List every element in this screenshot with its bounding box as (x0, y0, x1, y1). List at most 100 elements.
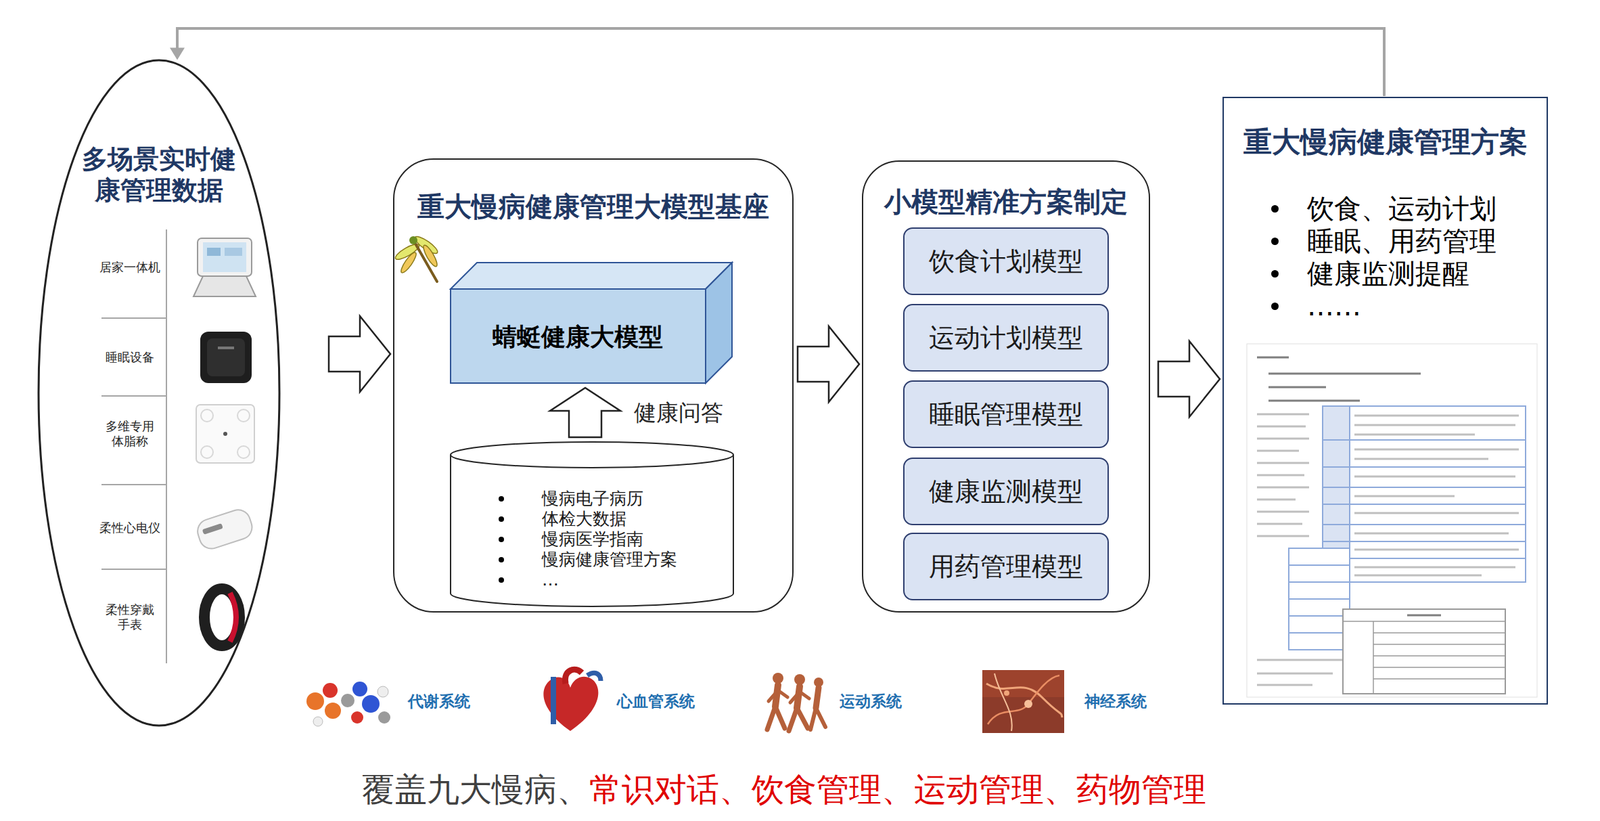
text-slot: 健康监测提醒 (1307, 257, 1538, 290)
data-source-item: 慢病医学指南 (541, 529, 725, 550)
panel-title: 小模型精准方案制定 (863, 185, 1149, 218)
ellipse-title: 多场景实时健康管理数据 (77, 143, 241, 206)
text-slot: 健康监测模型 (904, 458, 1108, 524)
text-slot: 饮食、运动计划 (1307, 192, 1538, 225)
device-grid (101, 229, 167, 664)
block-arrow (328, 315, 391, 392)
system-label: 运动系统 (839, 691, 902, 712)
model-name: 睡眠管理模型 (928, 397, 1084, 431)
data-source-item: … (541, 569, 725, 590)
model-name: 运动计划模型 (928, 321, 1084, 354)
cube-top-face (450, 262, 733, 289)
caption-highlight: 常识对话、饮食管理、运动管理、药物管理 (589, 768, 1207, 810)
caption-text: 覆盖九大慢病、 (361, 768, 590, 810)
device-label: 居家一体机 (98, 259, 162, 275)
text-slot: 小模型精准方案制定 (863, 185, 1149, 218)
text-slot: 慢病健康管理方案 (541, 549, 725, 570)
heart-icon (543, 669, 601, 731)
text-slot: 代谢系统 (407, 691, 471, 712)
arrow-head (169, 48, 185, 61)
cylinder-top (450, 441, 734, 468)
panel-title: 重大慢病健康管理大模型基座 (394, 190, 793, 223)
ecg-device-icon (194, 506, 256, 553)
bullet-item: …… (1307, 289, 1538, 323)
text-slot: …… (1307, 289, 1538, 323)
model-title: 蜻蜓健康大模型 (492, 321, 664, 352)
bullet-dot (1271, 302, 1279, 310)
data-source-item: 体检大数据 (541, 508, 725, 530)
model-name: 用药管理模型 (928, 550, 1084, 583)
text-slot: 体检大数据 (541, 508, 725, 530)
bullet-dot (1271, 269, 1279, 278)
model-box: 饮食计划模型 (903, 227, 1109, 295)
bullet-dot (1271, 204, 1279, 213)
sleep-device-icon (200, 331, 252, 383)
model-box: 用药管理模型 (903, 532, 1109, 601)
device-label: 柔性心电仪 (98, 520, 162, 536)
data-source-ellipse: 多场景实时健康管理数据 (37, 58, 281, 727)
text-slot: 慢病医学指南 (541, 529, 725, 550)
block-arrow (550, 387, 621, 438)
text-slot: 饮食计划模型 (904, 228, 1108, 294)
cylinder-body (450, 454, 734, 607)
bullet-dot (1271, 237, 1279, 245)
feedback-line (177, 28, 1385, 97)
feedback-connector (169, 28, 1385, 97)
text-slot: 覆盖九大慢病、 (361, 768, 590, 810)
bullet-dot (498, 516, 505, 522)
text-slot: 睡眠、用药管理 (1307, 224, 1538, 258)
text-slot: 蜻蜓健康大模型 (449, 288, 706, 384)
system-label: 心血管系统 (616, 691, 695, 712)
dragonfly-icon (393, 234, 440, 282)
text-slot: 居家一体机 (98, 259, 162, 275)
body-scale-icon (196, 404, 255, 463)
edge-label: 健康问答 (633, 398, 724, 427)
bullet-item: 健康监测提醒 (1307, 257, 1538, 290)
text-slot: 多维专用体脂称 (104, 418, 156, 449)
knowledge-database: 慢病电子病历体检大数据慢病医学指南慢病健康管理方案… (449, 441, 735, 607)
bullet-dot (498, 536, 505, 542)
bullet-dot (498, 556, 505, 563)
text-slot: 运动计划模型 (904, 305, 1108, 371)
text-slot: 重大慢病健康管理方案 (1223, 125, 1547, 159)
large-model-cube: 蜻蜓健康大模型 (449, 261, 733, 384)
text-slot: … (541, 569, 725, 590)
neurons-icon (982, 669, 1065, 733)
plan-panel: 重大慢病健康管理方案饮食、运动计划睡眠、用药管理健康监测提醒…… (1222, 96, 1548, 705)
text-slot: 睡眠设备 (98, 349, 162, 365)
foundation-panel: 重大慢病健康管理大模型基座蜻蜓健康大模型慢病电子病历体检大数据慢病医学指南慢病健… (393, 158, 794, 613)
text-slot: 健康问答 (633, 398, 724, 427)
panel-title: 重大慢病健康管理方案 (1223, 125, 1547, 159)
text-slot: 重大慢病健康管理大模型基座 (394, 190, 793, 223)
device-label: 多维专用体脂称 (104, 418, 156, 449)
text-slot: 柔性穿戴手表 (104, 602, 156, 632)
system-label: 代谢系统 (407, 691, 471, 712)
bullet-dot (498, 577, 505, 583)
block-arrow (797, 326, 860, 402)
cube-front-face (450, 288, 706, 383)
ellipse-outline (38, 60, 280, 726)
bullet-dot (498, 495, 505, 502)
small-model-panel: 小模型精准方案制定饮食计划模型运动计划模型睡眠管理模型健康监测模型用药管理模型 (861, 160, 1151, 613)
data-source-item: 慢病电子病历 (541, 488, 725, 509)
model-box: 运动计划模型 (903, 303, 1109, 372)
device-label: 睡眠设备 (98, 349, 162, 365)
text-slot: 常识对话、饮食管理、运动管理、药物管理 (589, 768, 1207, 810)
text-slot: 多场景实时健康管理数据 (77, 143, 241, 206)
text-slot: 用药管理模型 (904, 533, 1108, 599)
plan-document-thumbnail (1246, 343, 1538, 697)
home-terminal-icon (193, 238, 256, 297)
text-slot: 慢病电子病历 (541, 488, 725, 509)
text-slot: 运动系统 (839, 691, 902, 712)
text-slot: 神经系统 (1084, 691, 1147, 712)
model-box: 健康监测模型 (903, 457, 1109, 525)
bullet-item: 睡眠、用药管理 (1307, 224, 1538, 258)
block-arrow (1158, 340, 1220, 417)
model-name: 健康监测模型 (928, 474, 1084, 508)
system-label: 神经系统 (1084, 691, 1147, 712)
bullet-item: 饮食、运动计划 (1307, 192, 1538, 225)
wristband-icon (204, 588, 240, 646)
